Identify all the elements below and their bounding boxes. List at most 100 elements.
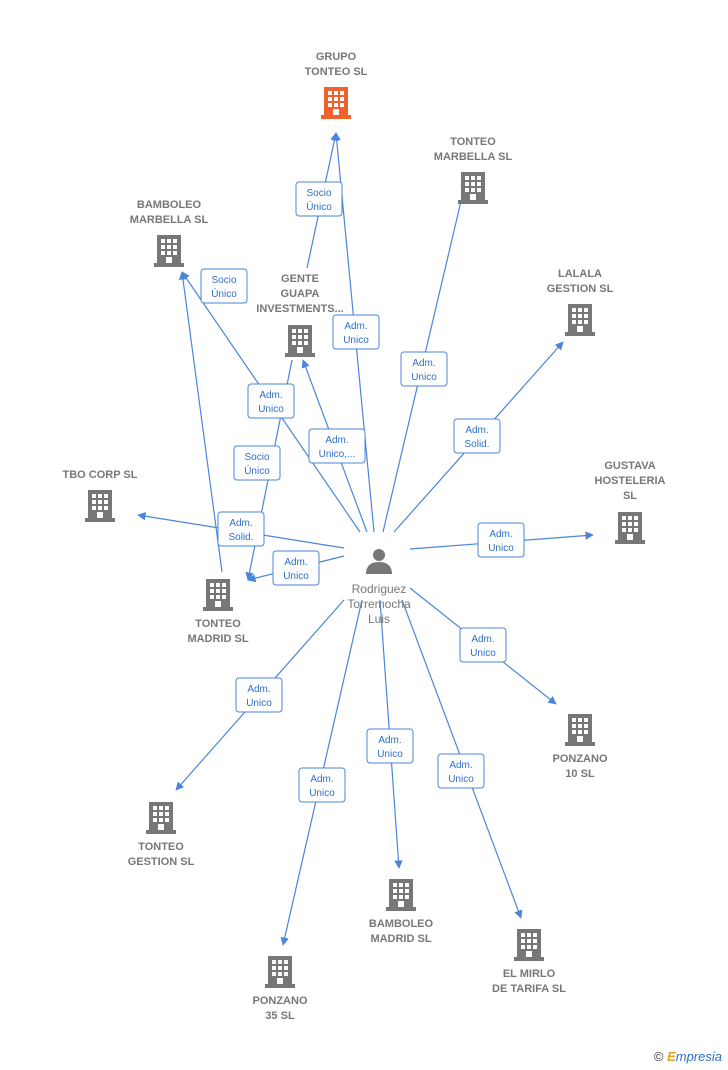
company-name-line: LALALA <box>558 268 602 280</box>
edge-label[interactable]: Adm.Unico <box>235 677 283 713</box>
edge-label-text: Unico <box>309 788 335 799</box>
company-name-line: EL MIRLO <box>503 968 556 980</box>
building-icon <box>615 512 645 544</box>
edge-label[interactable]: Adm.Unico,... <box>308 428 366 464</box>
edge-label-text: Unico <box>488 543 514 554</box>
edge-label-box <box>477 522 525 558</box>
edge-label-text: Adm. <box>344 321 367 332</box>
edge-label-text: Adm. <box>229 518 252 529</box>
edge-label[interactable]: Adm. Unico <box>247 383 295 419</box>
edge-label-text: Adm. <box>489 529 512 540</box>
edge-label-text: Socio <box>211 275 236 286</box>
company-name-line: 10 SL <box>565 768 595 780</box>
company-node-tonteo-marbella[interactable]: TONTEO MARBELLA SL <box>434 136 513 204</box>
edge-label-text: Adm. <box>310 774 333 785</box>
edge-label-box <box>233 445 281 481</box>
edge-label-box <box>235 677 283 713</box>
company-node-gente-guapa[interactable]: GENTE GUAPA INVESTMENTS... <box>256 273 344 357</box>
edge-label[interactable]: Adm. Unico <box>477 522 525 558</box>
edge-label[interactable]: Adm. Unico <box>437 753 485 789</box>
building-icon <box>458 172 488 204</box>
edge-tonteo-madrid-to-bamboleo-marbella <box>178 271 223 573</box>
edge-label-box <box>295 181 343 217</box>
building-icon <box>514 929 544 961</box>
person-name-line: Rodriguez <box>352 582 407 596</box>
edge-label-box <box>308 428 366 464</box>
edge-label-box <box>200 268 248 304</box>
person-name-line: Luis <box>368 612 390 626</box>
edge-label[interactable]: Adm. Unico <box>298 767 346 803</box>
edge-label-text: Adm. <box>449 760 472 771</box>
edge-label[interactable]: Adm.Unico <box>459 627 507 663</box>
company-name-line: TONTEO <box>195 618 241 630</box>
company-node-lalala-gestion[interactable]: LALALA GESTION SL <box>547 268 614 336</box>
edge-label[interactable]: Adm. Unico <box>272 550 320 586</box>
edge-label-box <box>437 753 485 789</box>
company-name-line: GESTION SL <box>128 856 195 868</box>
edge-label-text: Unico <box>246 698 272 709</box>
company-node-tbo-corp[interactable]: TBO CORP SL <box>63 469 138 522</box>
edge-label-text: Adm. <box>325 435 348 446</box>
edge-label-text: Único <box>244 464 270 477</box>
company-name-line: GESTION SL <box>547 283 614 295</box>
edge-label[interactable]: Adm.Solid. <box>217 511 265 547</box>
edge-label[interactable]: Adm. Unico <box>332 314 380 350</box>
company-name-line: BAMBOLEO <box>137 199 202 211</box>
edge-label-text: Unico <box>283 571 309 582</box>
edge-label-text: Solid. <box>464 439 489 450</box>
edge-label-text: Unico <box>448 774 474 785</box>
building-icon <box>285 325 315 357</box>
edge-label[interactable]: Adm. Unico <box>366 728 414 764</box>
edge-label-box <box>453 418 501 454</box>
edge-label-text: Adm. <box>259 390 282 401</box>
edge-label-text: Unico <box>377 749 403 760</box>
edge-label-box <box>400 351 448 387</box>
edge-label[interactable]: Adm.Solid. <box>453 418 501 454</box>
edge-label-text: Adm. <box>378 735 401 746</box>
company-name-line: PONZANO <box>553 753 608 765</box>
company-node-tonteo-gestion[interactable]: TONTEO GESTION SL <box>128 802 195 868</box>
edge-label-text: Adm. <box>412 358 435 369</box>
company-name-line: GENTE <box>281 273 319 285</box>
company-name-line: TONTEO <box>138 841 184 853</box>
edge-label[interactable]: Adm.Unico <box>400 351 448 387</box>
edge-label-text: Único <box>306 200 332 213</box>
edge-label-box <box>272 550 320 586</box>
building-icon <box>386 879 416 911</box>
company-name-line: GUAPA <box>281 288 320 300</box>
building-icon <box>321 87 351 119</box>
company-name-line: 35 SL <box>265 1010 295 1022</box>
company-name-line: TONTEO <box>450 136 496 148</box>
company-name-line: TBO CORP SL <box>63 469 138 481</box>
company-name-line: TONTEO SL <box>305 66 368 78</box>
person-name-line: Torremocha <box>347 597 411 611</box>
edge-label-box <box>332 314 380 350</box>
building-icon <box>154 235 184 267</box>
company-node-ponzano-10[interactable]: PONZANO 10 SL <box>553 714 608 780</box>
edge-label-box <box>247 383 295 419</box>
watermark: © Empresia <box>654 1049 722 1064</box>
edge-label-text: Socio <box>306 188 331 199</box>
company-name-line: SL <box>623 490 637 502</box>
company-name-line: MARBELLA SL <box>434 151 513 163</box>
building-icon <box>85 490 115 522</box>
edge-label-text: Adm. <box>284 557 307 568</box>
company-name-line: GUSTAVA <box>604 460 655 472</box>
edge-label-text: Unico <box>258 404 284 415</box>
edge-label-text: Unico <box>343 335 369 346</box>
company-name-line: INVESTMENTS... <box>256 303 343 315</box>
building-icon <box>565 304 595 336</box>
edge-label-box <box>217 511 265 547</box>
